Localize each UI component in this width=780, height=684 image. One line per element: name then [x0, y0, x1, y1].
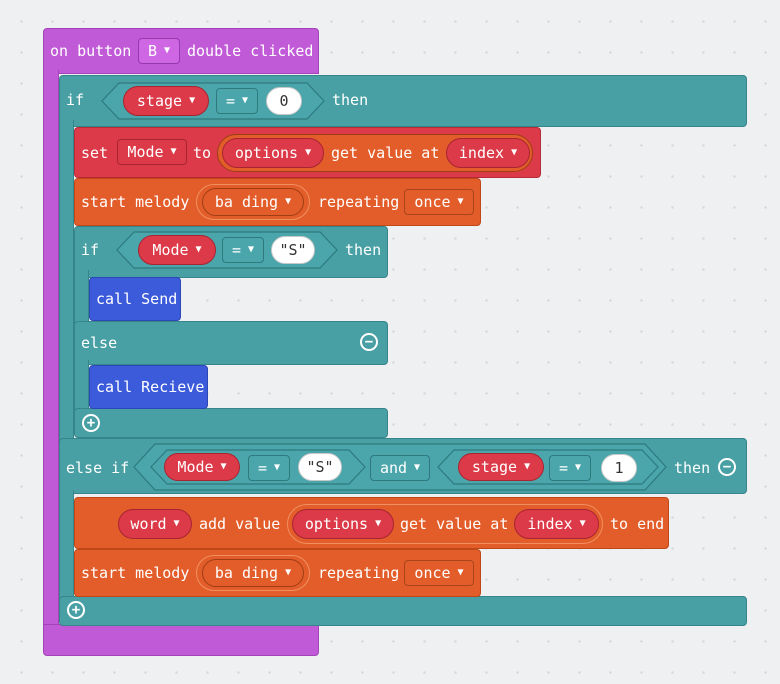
inner-if-label: if — [81, 241, 100, 259]
inner-if-spine-2 — [74, 360, 89, 415]
number-input[interactable]: 1 — [601, 454, 637, 482]
word-variable-pill[interactable]: word▼ — [118, 509, 192, 539]
compare-operator-dropdown[interactable]: =▼ — [222, 237, 264, 263]
caret-down-icon: ▼ — [575, 462, 582, 473]
repeating-label: repeating — [318, 564, 400, 582]
stage-variable[interactable]: stage▼ — [123, 86, 209, 116]
compare-operator-dropdown[interactable]: =▼ — [248, 455, 290, 481]
event-prefix: on button — [50, 42, 132, 60]
caret-down-icon: ▼ — [414, 462, 421, 473]
caret-down-icon: ▼ — [164, 45, 171, 56]
if-block-spine-1 — [59, 120, 74, 445]
melody-pill[interactable]: ba ding▼ — [196, 555, 310, 591]
melody-dropdown[interactable]: ba ding▼ — [202, 188, 304, 216]
caret-down-icon: ▼ — [579, 518, 586, 529]
string-input[interactable]: "S" — [298, 453, 342, 481]
plus-circle-icon[interactable]: + — [67, 601, 85, 619]
event-block-spine — [43, 70, 59, 626]
call-recieve-block[interactable] — [89, 365, 208, 409]
caret-down-icon: ▼ — [285, 567, 292, 578]
repeat-mode-dropdown[interactable]: once▼ — [404, 560, 474, 586]
melody-dropdown[interactable]: ba ding▼ — [202, 559, 304, 587]
string-input[interactable]: "S" — [271, 236, 315, 264]
caret-down-icon: ▼ — [457, 196, 464, 207]
mode-variable-pill[interactable]: Mode▼ — [138, 235, 216, 265]
event-suffix: double clicked — [187, 42, 314, 60]
caret-down-icon: ▼ — [285, 196, 292, 207]
mode-variable-dropdown[interactable]: Mode▼ — [117, 139, 187, 165]
inner-then-label: then — [345, 241, 382, 259]
and-operator-dropdown[interactable]: and▼ — [370, 455, 430, 481]
caret-down-icon: ▼ — [511, 147, 518, 158]
caret-down-icon: ▼ — [524, 461, 531, 472]
else-label: else — [81, 334, 118, 352]
caret-down-icon: ▼ — [457, 567, 464, 578]
caret-down-icon: ▼ — [305, 147, 312, 158]
caret-down-icon: ▼ — [375, 518, 382, 529]
minus-circle-icon[interactable]: − — [360, 333, 378, 351]
add-value-label: add value — [199, 515, 281, 533]
options-array-pill[interactable]: options▼ — [222, 138, 324, 168]
caret-down-icon: ▼ — [274, 462, 281, 473]
number-input[interactable]: 0 — [266, 87, 302, 115]
event-block-top[interactable] — [43, 28, 319, 74]
elseif-then-label: then — [674, 459, 711, 477]
index-variable-pill[interactable]: index▼ — [446, 138, 530, 168]
inner-else-row[interactable] — [74, 321, 388, 365]
if-block-spine-2 — [59, 490, 74, 600]
plus-circle-icon[interactable]: + — [82, 414, 100, 432]
caret-down-icon: ▼ — [242, 95, 249, 106]
compare-operator-dropdown[interactable]: =▼ — [549, 455, 591, 481]
get-value-at-label: get value at — [400, 515, 509, 533]
elseif-label: else if — [66, 459, 130, 477]
if-block-bottom — [59, 596, 747, 626]
start-melody-label: start melody — [81, 564, 190, 582]
options-array-pill[interactable]: options▼ — [292, 509, 394, 539]
set-label: set — [81, 144, 109, 162]
button-dropdown[interactable]: B▼ — [138, 38, 180, 64]
inner-if-spine-1 — [74, 270, 89, 330]
caret-down-icon: ▼ — [248, 244, 255, 255]
inner-if-bottom — [74, 408, 388, 438]
then-label: then — [332, 91, 369, 109]
to-label: to — [193, 144, 212, 162]
caret-down-icon: ▼ — [189, 95, 196, 106]
if-label: if — [66, 91, 85, 109]
compare-operator-dropdown[interactable]: =▼ — [216, 88, 258, 114]
minus-circle-icon[interactable]: − — [718, 458, 736, 476]
mode-variable-pill[interactable]: Mode▼ — [164, 453, 240, 481]
to-end-label: to end — [610, 515, 665, 533]
event-block-bottom — [43, 624, 319, 656]
caret-down-icon: ▼ — [195, 244, 202, 255]
stage-variable-pill[interactable]: stage▼ — [458, 453, 544, 481]
melody-pill[interactable]: ba ding▼ — [196, 184, 310, 220]
repeat-mode-dropdown[interactable]: once▼ — [404, 189, 474, 215]
start-melody-label: start melody — [81, 193, 190, 211]
index-variable-pill[interactable]: index▼ — [514, 509, 599, 539]
caret-down-icon: ▼ — [170, 146, 177, 157]
call-recieve-label: call Recieve — [96, 378, 205, 396]
call-send-label: call Send — [96, 290, 178, 308]
caret-down-icon: ▼ — [173, 518, 180, 529]
get-value-at-label: get value at — [331, 144, 440, 162]
repeating-label: repeating — [318, 193, 400, 211]
call-send-block[interactable] — [89, 277, 181, 321]
caret-down-icon: ▼ — [220, 461, 227, 472]
